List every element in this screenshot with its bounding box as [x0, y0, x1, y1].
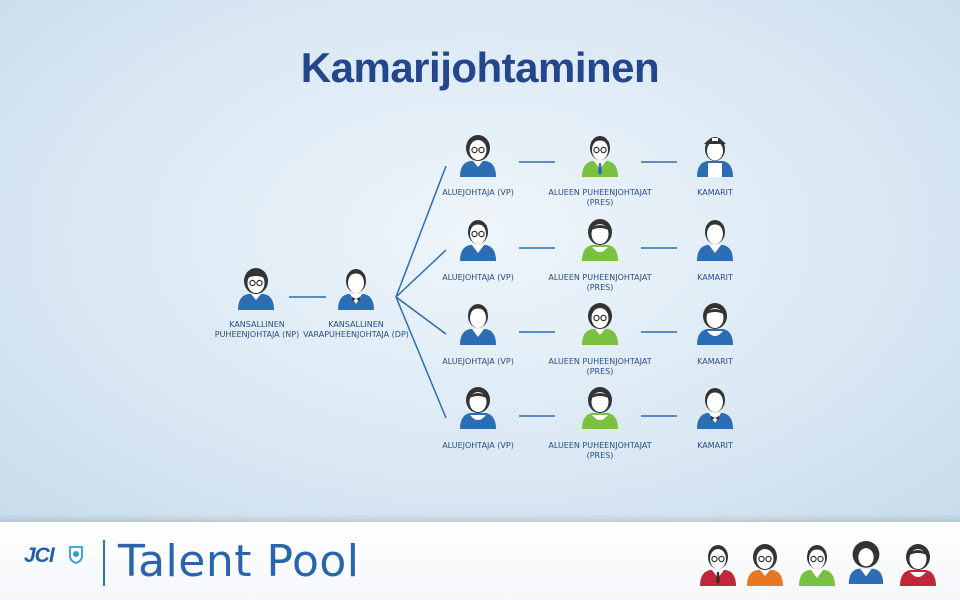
root-label-line2: PUHEENJOHTAJA (NP) [214, 330, 300, 339]
slide-background [0, 0, 960, 522]
woman-curly-blue-icon [848, 540, 884, 584]
woman-glasses-green-icon [582, 303, 618, 345]
pres-label-line2: (PRES) [586, 367, 614, 376]
vp-label: ALUEJOHTAJA (VP) [442, 441, 514, 450]
pres-label: ALUEEN PUHEENJOHTAJAT (PRES) [535, 357, 665, 377]
woman-green-icon [582, 387, 618, 429]
vp-label: ALUEJOHTAJA (VP) [442, 188, 514, 197]
vp-label: ALUEJOHTAJA (VP) [442, 273, 514, 282]
worker-cap-blue-icon [697, 137, 733, 177]
page-title: Kamarijohtaminen [300, 44, 660, 91]
deputy-label: KANSALLINEN VARAPUHEENJOHTAJA (DP) [291, 320, 421, 340]
woman-blue-icon [460, 387, 496, 429]
jci-logo: JCI [24, 544, 55, 567]
pres-label-line1: ALUEEN PUHEENJOHTAJAT [548, 441, 652, 450]
deputy-label-line2: VARAPUHEENJOHTAJA (DP) [303, 330, 409, 339]
pres-label-line1: ALUEEN PUHEENJOHTAJAT [548, 273, 652, 282]
pres-label-line1: ALUEEN PUHEENJOHTAJAT [548, 188, 652, 197]
root-label-line1: KANSALLINEN [229, 320, 285, 329]
man-glasses-blue-icon [460, 220, 496, 261]
woman-green-icon [582, 219, 618, 261]
footer-bar [0, 522, 960, 600]
woman-glasses-orange-icon [747, 544, 783, 586]
pres-label: ALUEEN PUHEENJOHTAJAT (PRES) [535, 441, 665, 461]
chamber-label: KAMARIT [697, 188, 733, 197]
woman-blue-icon [697, 303, 733, 345]
man-glasses-green-icon [799, 545, 835, 586]
woman-glasses-blue-icon [460, 135, 496, 177]
woman-glasses-blue-icon [238, 268, 274, 310]
woman-red-icon [900, 544, 936, 586]
man-glasses-green-icon [582, 136, 618, 177]
chamber-label: KAMARIT [697, 357, 733, 366]
chamber-label: KAMARIT [697, 441, 733, 450]
man-bowtie-blue-icon [338, 269, 374, 310]
talent-pool-title: Talent Pool [118, 536, 360, 587]
pres-label: ALUEEN PUHEENJOHTAJAT (PRES) [535, 273, 665, 293]
chamber-label: KAMARIT [697, 273, 733, 282]
man-glasses-red-icon [700, 545, 736, 586]
man-bowtie-blue-icon [697, 388, 733, 429]
pres-label-line2: (PRES) [586, 198, 614, 207]
connector-lines [289, 161, 677, 419]
man-blue-icon [697, 220, 733, 261]
deputy-label-line1: KANSALLINEN [328, 320, 384, 329]
pres-label-line2: (PRES) [586, 451, 614, 460]
pres-label-line1: ALUEEN PUHEENJOHTAJAT [548, 357, 652, 366]
vp-label: ALUEJOHTAJA (VP) [442, 357, 514, 366]
jci-seal-icon [69, 546, 83, 564]
footer-divider [103, 540, 105, 586]
pres-label: ALUEEN PUHEENJOHTAJAT (PRES) [535, 188, 665, 208]
pres-label-line2: (PRES) [586, 283, 614, 292]
man-blue-icon [460, 304, 496, 345]
root-label: KANSALLINEN PUHEENJOHTAJA (NP) [192, 320, 322, 340]
